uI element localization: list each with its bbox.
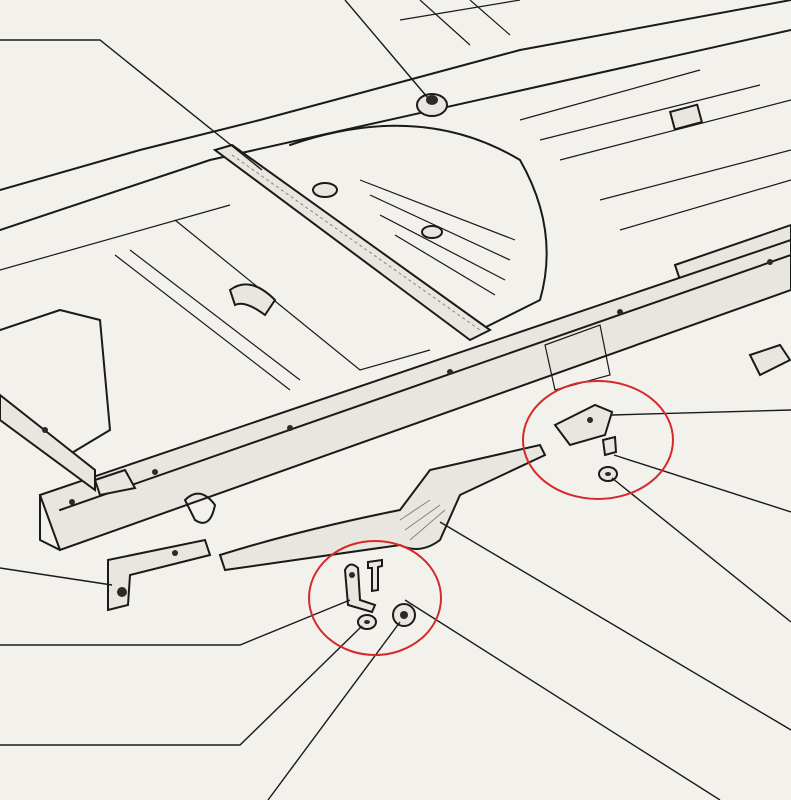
clip [748, 343, 791, 377]
bolt [601, 435, 618, 457]
rear-bracket-group [553, 403, 618, 482]
front-bracket-group [343, 558, 416, 630]
highlight-circle-rear [522, 380, 674, 500]
cross-member [0, 393, 137, 497]
perforated-strip [212, 143, 791, 342]
floor-panel [0, 0, 791, 461]
chassis-side-rail [38, 238, 791, 552]
front-mounting-bracket [107, 538, 212, 612]
highlight-circle-front [308, 540, 442, 656]
square-hole-plug [668, 103, 704, 131]
spare-wheel-well [289, 124, 548, 331]
stiffener-plate [218, 443, 547, 572]
grommet [416, 93, 448, 117]
bolt [367, 558, 383, 593]
angle-bracket [553, 403, 614, 447]
towing-eye [184, 283, 277, 524]
